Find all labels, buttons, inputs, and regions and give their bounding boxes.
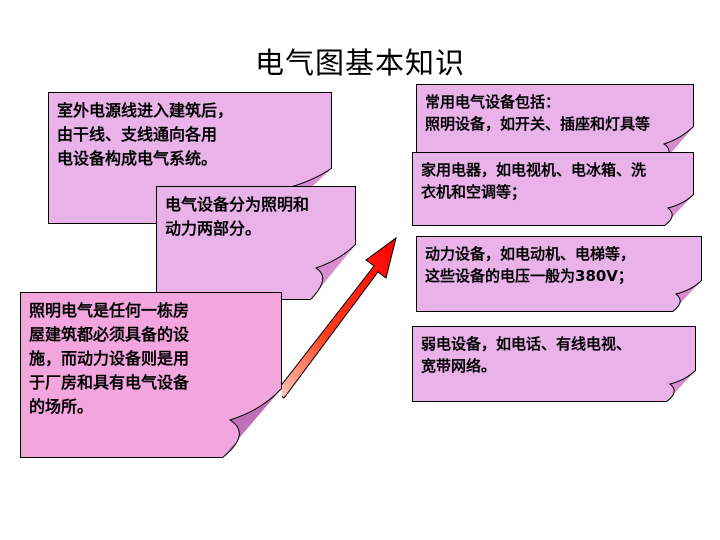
note-two-parts-text: 电气设备分为照明和 动力两部分。: [165, 195, 310, 238]
note-two-parts: 电气设备分为照明和 动力两部分。: [156, 186, 356, 300]
note-power-devices: 动力设备，如电动机、电梯等， 这些设备的电压一般为380V；: [416, 236, 702, 312]
note-power-devices-text: 动力设备，如电动机、电梯等， 这些设备的电压一般为380V；: [425, 245, 636, 285]
note-lighting-vs-power-text: 照明电气是任何一栋房 屋建筑都必须具备的设 施，而动力设备则是用 于厂房和具有电…: [29, 301, 190, 416]
page-curl-icon: [664, 194, 694, 226]
note-appliances-text: 家用电器，如电视机、电冰箱、洗 衣机和空调等；: [421, 161, 647, 201]
page-curl-icon: [672, 280, 702, 312]
note-common-devices-text: 常用电气设备包括： 照明设备，如开关、插座和灯具等: [425, 93, 651, 133]
note-weak-current: 弱电设备，如电话、有线电视、 宽带网络。: [412, 326, 696, 402]
note-weak-current-text: 弱电设备，如电话、有线电视、 宽带网络。: [421, 335, 632, 375]
note-lighting-vs-power: 照明电气是任何一栋房 屋建筑都必须具备的设 施，而动力设备则是用 于厂房和具有电…: [20, 292, 282, 458]
page-title: 电气图基本知识: [254, 46, 465, 80]
note-appliances: 家用电器，如电视机、电冰箱、洗 衣机和空调等；: [412, 152, 694, 226]
page-curl-icon: [222, 388, 282, 458]
note-outdoor-power-text: 室外电源线进入建筑后， 由干线、支线通向各用 电设备构成电气系统。: [57, 101, 234, 168]
page-curl-icon: [310, 244, 356, 300]
page-curl-icon: [666, 370, 696, 402]
